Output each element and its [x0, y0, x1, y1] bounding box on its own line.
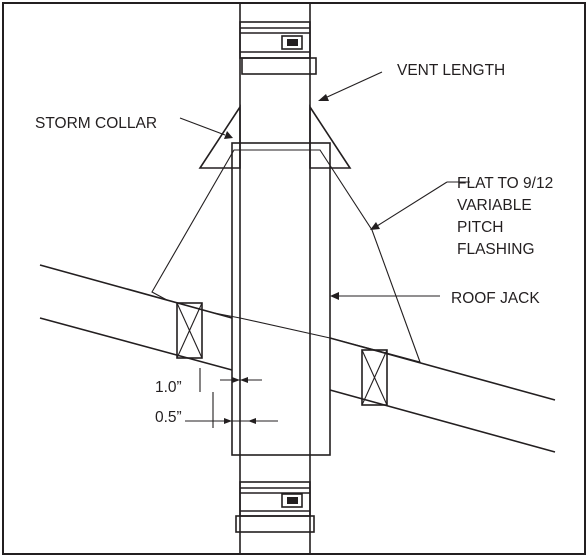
bottom-pipe-coupling — [235, 481, 315, 533]
roof-jack-sleeve — [231, 142, 331, 456]
right-blocking — [361, 349, 388, 406]
roof-jack-label: ROOF JACK — [451, 290, 540, 307]
storm-collar-label: STORM COLLAR — [35, 115, 157, 132]
top-pipe-coupling — [239, 21, 317, 75]
dimension-markers — [185, 368, 278, 428]
flashing-label-line2: VARIABLE — [457, 197, 532, 214]
dimension-1-label: 1.0” — [155, 379, 182, 396]
flashing-label-line3: PITCH — [457, 219, 504, 236]
dimension-2-label: 0.5” — [155, 409, 182, 426]
flashing-label-line4: FLASHING — [457, 241, 535, 258]
vent-length-label: VENT LENGTH — [397, 62, 505, 79]
flashing-label-line1: FLAT TO 9/12 — [457, 175, 553, 192]
leader-arrows — [179, 71, 470, 300]
left-blocking — [176, 302, 203, 359]
vent-pipe — [239, 3, 311, 554]
